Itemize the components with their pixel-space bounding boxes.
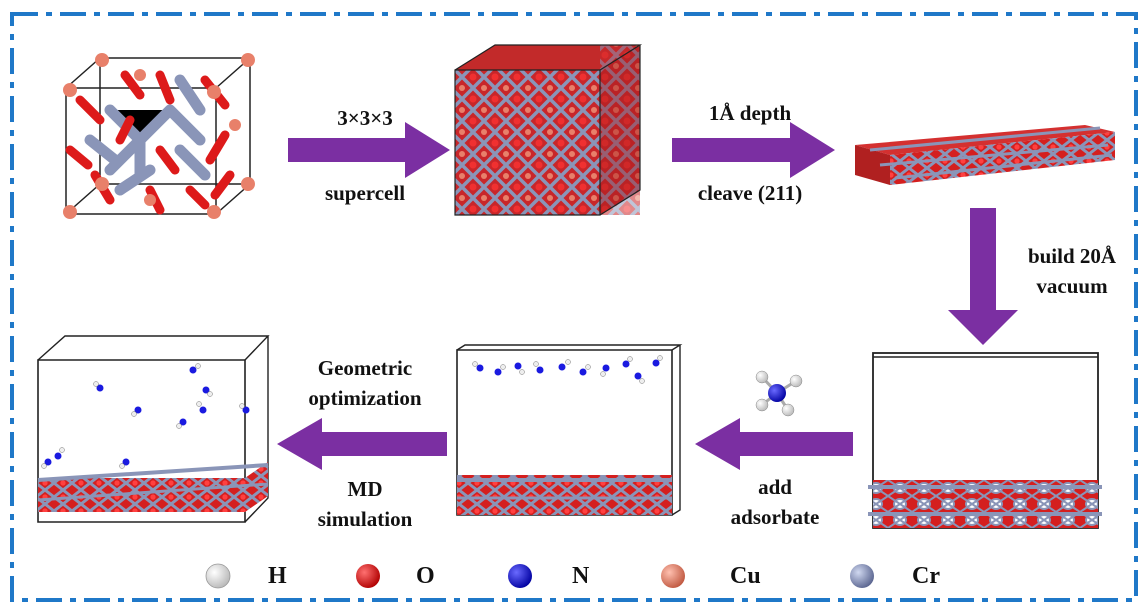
supercell-label-top: 3×3×3 — [337, 106, 393, 130]
legend-label-h: H — [268, 563, 287, 589]
arrow-adsorbate — [695, 418, 853, 470]
supercell-structure — [454, 44, 643, 216]
arrow-supercell — [288, 122, 450, 178]
optimized-slab-structure — [37, 335, 270, 523]
copper-atom-icon — [661, 564, 685, 588]
vacuum-label-line1: build 20Å — [1027, 244, 1117, 268]
vacuum-label-line2: vacuum — [1036, 274, 1108, 298]
hydrogen-atom-icon — [205, 563, 231, 589]
cleave-label-top: 1Å depth — [708, 101, 792, 125]
optimization-label-line1: Geometric — [317, 356, 413, 380]
legend-label-cu: Cu — [730, 563, 761, 589]
md-label-line2: simulation — [317, 507, 413, 531]
dashed-frame — [10, 12, 1138, 602]
adsorbate-label-line1: add — [758, 475, 792, 499]
legend-label-cr: Cr — [912, 563, 940, 589]
ammonia-molecule — [755, 370, 803, 417]
adsorbate-slab-structure — [456, 344, 683, 516]
legend — [205, 563, 874, 589]
legend-label-n: N — [572, 563, 590, 589]
arrow-vacuum — [948, 208, 1018, 345]
cleave-label-bottom: cleave (211) — [697, 181, 803, 205]
cleaved-slab-structure — [855, 125, 1115, 185]
adsorbate-label-line2: adsorbate — [730, 505, 820, 529]
supercell-label-bottom: supercell — [324, 181, 406, 205]
arrow-md-simulation — [277, 418, 447, 470]
oxygen-atom-icon — [356, 564, 380, 588]
md-label-line1: MD — [347, 477, 383, 501]
chromium-atom-icon — [850, 564, 874, 588]
nitrogen-atom-icon — [508, 564, 532, 588]
arrow-cleave — [672, 122, 835, 178]
legend-label-o: O — [416, 563, 435, 589]
unit-cell-structure — [63, 53, 255, 219]
optimization-label-line2: optimization — [308, 386, 422, 410]
vacuum-slab-structure — [868, 352, 1102, 529]
